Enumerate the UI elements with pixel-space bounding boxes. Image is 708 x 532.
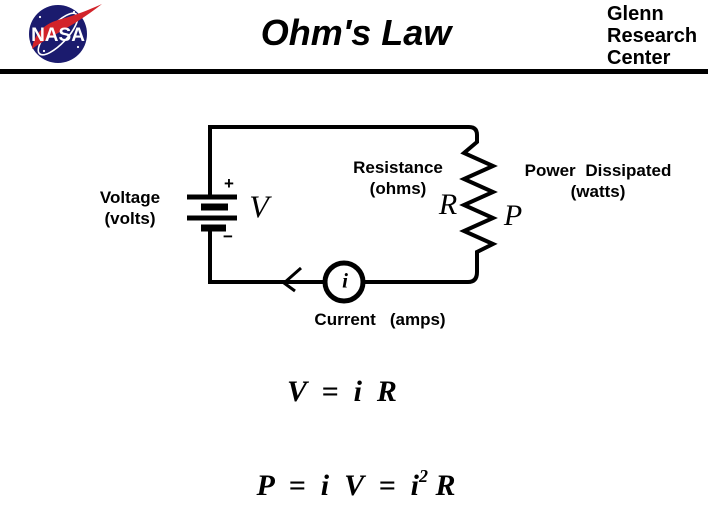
equation-ohms-law: V = i R	[287, 375, 397, 408]
current-meter	[322, 260, 366, 304]
logo-swoosh	[32, 4, 102, 49]
power-name: Power Dissipated	[524, 161, 672, 180]
org-name: Glenn Research Center	[607, 3, 697, 69]
org-line: Glenn	[607, 3, 664, 25]
org-line: Research	[607, 25, 698, 47]
logo-star	[42, 49, 46, 53]
battery-plus-sign: +	[224, 174, 234, 193]
equation-power: P = i V = i2 R	[226, 435, 455, 532]
resistance-name: Resistance	[353, 158, 443, 177]
voltage-unit: (volts)	[104, 209, 156, 228]
current-unit: (amps)	[389, 310, 446, 329]
voltage-symbol: V	[249, 188, 269, 225]
nasa-logo-icon: NASA	[29, 4, 102, 63]
current-name: Current	[314, 310, 376, 329]
power-symbol: P	[503, 199, 523, 232]
battery-minus-sign: −	[223, 227, 233, 246]
logo-wordmark: NASA	[31, 25, 85, 46]
circuit-wire	[208, 125, 498, 284]
resistance-label: Resistance (ohms)	[353, 157, 443, 199]
header-divider	[0, 69, 708, 74]
equation-power-exponent: 2	[419, 466, 429, 486]
logo-star	[76, 45, 80, 49]
voltage-name: Voltage	[99, 188, 161, 207]
equation-power-tail: R	[428, 469, 456, 502]
page-title: Ohm's Law	[260, 12, 452, 53]
org-line: Center	[607, 47, 671, 69]
resistance-unit: (ohms)	[369, 179, 427, 198]
current-arrow-icon	[281, 266, 302, 293]
power-unit: (watts)	[570, 182, 626, 201]
equation-power-main: P = i V = i	[256, 469, 420, 502]
logo-star	[38, 15, 42, 19]
current-symbol: i	[342, 268, 348, 293]
resistance-symbol: R	[438, 188, 458, 221]
power-label: Power Dissipated (watts)	[525, 160, 672, 202]
current-label: Current (amps)	[314, 310, 445, 330]
voltage-label: Voltage (volts)	[100, 187, 160, 229]
